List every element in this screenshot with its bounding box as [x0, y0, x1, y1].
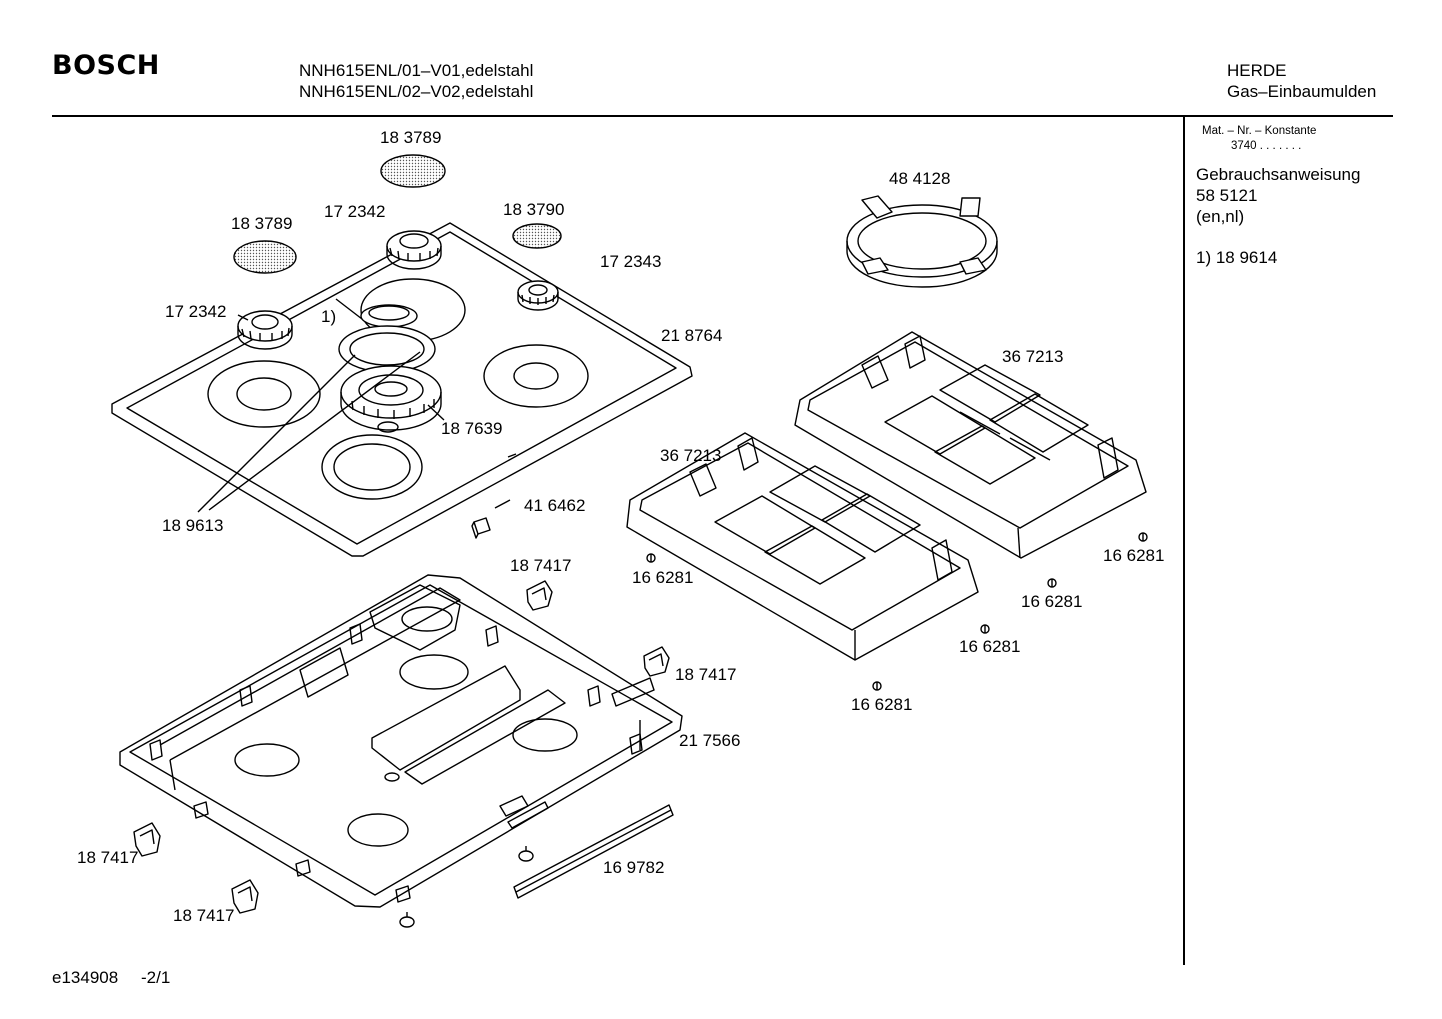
label-wok-ring: 48 4128	[889, 169, 951, 188]
knob-part	[471, 517, 491, 539]
burner-head-right	[517, 280, 559, 311]
leader-lines-hob	[197, 314, 511, 513]
label-base-tray: 21 7566	[679, 731, 741, 750]
label-footnote-ref: 1)	[321, 307, 337, 326]
clip-part-3	[133, 822, 161, 857]
label-burner-wok: 18 7639	[441, 419, 503, 438]
manual-number: 58 5121	[1196, 186, 1258, 205]
hob-top-plate	[111, 222, 693, 557]
clip-part-2	[643, 646, 670, 677]
label-foot-3: 16 6281	[1021, 592, 1083, 611]
label-clip-4: 18 7417	[173, 906, 235, 925]
clip-part-1	[526, 580, 553, 611]
label-clip-3: 18 7417	[77, 848, 139, 867]
label-foot-5: 16 6281	[851, 695, 913, 714]
label-wok-ring-parts: 18 9613	[162, 516, 224, 535]
label-cap-large-top: 18 3789	[380, 128, 442, 147]
label-foot-4: 16 6281	[959, 637, 1021, 656]
brand-logo: BOSCH	[52, 50, 160, 81]
pan-grate-left	[626, 432, 979, 661]
document-id: e134908	[52, 968, 119, 987]
label-foot-1: 16 6281	[632, 568, 694, 587]
burner-head-top	[386, 230, 442, 270]
burner-cap-large-top	[380, 154, 446, 188]
burner-cap-small	[512, 223, 562, 249]
foot-part-5	[872, 681, 882, 691]
foot-part-2	[1138, 532, 1148, 542]
label-seal-strip: 16 9782	[603, 858, 665, 877]
material-number-value: 3740 . . . . . . .	[1231, 140, 1302, 152]
seal-strip-part	[513, 804, 674, 899]
label-burner-top: 17 2342	[324, 202, 386, 221]
manual-label: Gebrauchsanweisung	[1196, 165, 1361, 184]
burner-cap-large-left	[233, 240, 297, 274]
foot-part-1	[646, 553, 656, 563]
label-hob-top: 21 8764	[661, 326, 723, 345]
label-clip-1: 18 7417	[510, 556, 572, 575]
label-foot-2: 16 6281	[1103, 546, 1165, 565]
wok-ring-part	[846, 195, 998, 288]
model-line-1: NNH615ENL/01–V01,edelstahl	[299, 61, 534, 80]
tray-foot-1	[518, 846, 534, 862]
label-grate-right: 36 7213	[1002, 347, 1064, 366]
subcategory-title: Gas–Einbaumulden	[1227, 82, 1377, 101]
label-burner-left: 17 2342	[165, 302, 227, 321]
label-cap-small: 18 3790	[503, 200, 565, 219]
burner-head-left	[237, 310, 293, 350]
label-grate-left: 36 7213	[660, 446, 722, 465]
tray-foot-2	[399, 912, 415, 928]
pan-grate-right	[794, 331, 1147, 559]
label-cap-large-left: 18 3789	[231, 214, 293, 233]
wok-burner-assembly	[335, 298, 442, 433]
page-indicator: -2/1	[141, 968, 171, 987]
label-clip-2: 18 7417	[675, 665, 737, 684]
manual-languages: (en,nl)	[1196, 207, 1245, 226]
model-line-2: NNH615ENL/02–V02,edelstahl	[299, 82, 534, 101]
category-title: HERDE	[1227, 61, 1287, 80]
clip-part-4	[231, 879, 259, 914]
label-knob: 41 6462	[524, 496, 586, 515]
material-number-label: Mat. – Nr. – Konstante	[1202, 125, 1317, 137]
label-burner-right: 17 2343	[600, 252, 662, 271]
foot-part-3	[1047, 578, 1057, 588]
base-tray	[119, 574, 683, 908]
footnote-entry: 1) 18 9614	[1196, 248, 1278, 267]
foot-part-4	[980, 624, 990, 634]
